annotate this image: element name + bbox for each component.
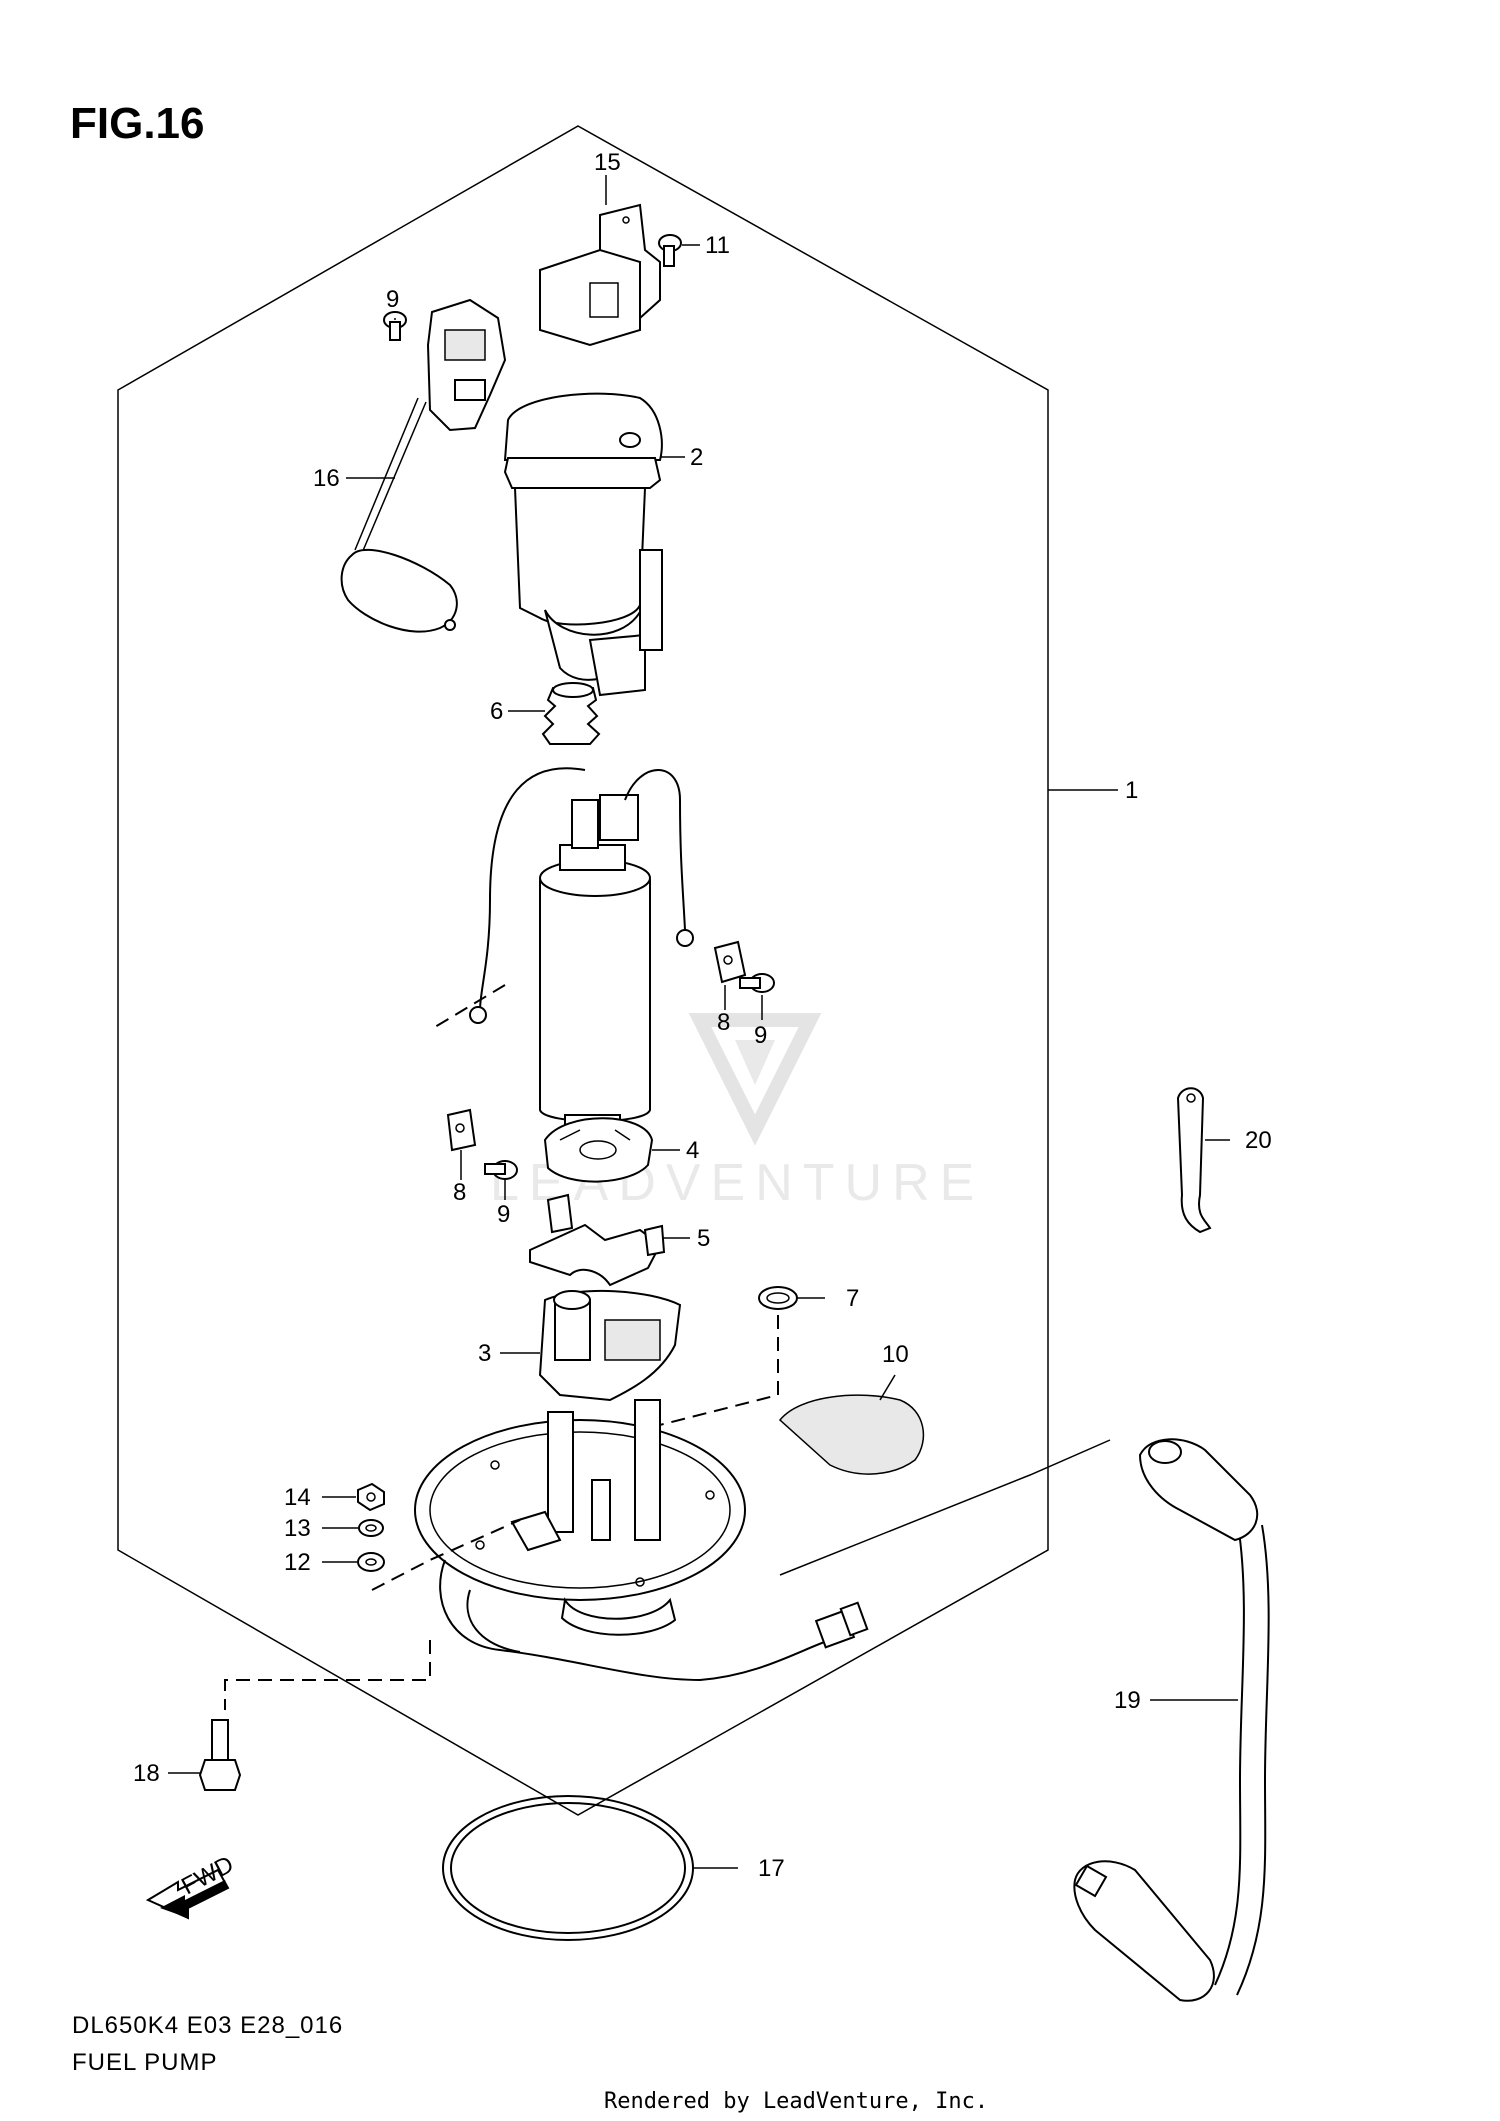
part-label-5: 5 — [697, 1225, 710, 1252]
part-5-plate — [529, 1193, 666, 1287]
part-label-9-left: 9 — [497, 1201, 510, 1228]
part-label-7: 7 — [846, 1285, 859, 1312]
figure-code: DL650K4 E03 E28_016 — [72, 2012, 343, 2039]
part-label-15: 15 — [594, 149, 621, 176]
assembly-boundary — [117, 125, 1049, 1816]
figure-title: FIG.16 — [70, 99, 205, 148]
part-label-9-top: 9 — [386, 286, 399, 313]
part-20-clamp — [1176, 1087, 1212, 1234]
figure-name: FUEL PUMP — [72, 2049, 217, 2076]
part-label-4: 4 — [686, 1137, 699, 1164]
part-label-9-right: 9 — [754, 1022, 767, 1049]
part-11-screw — [658, 234, 682, 267]
part-label-10: 10 — [882, 1341, 909, 1368]
part-label-19: 19 — [1114, 1687, 1141, 1714]
part-9-screw-left — [484, 1160, 518, 1180]
part-label-17: 17 — [758, 1855, 785, 1882]
part-12-lock-washer — [357, 1552, 385, 1572]
part-18-bolt — [198, 1719, 242, 1791]
part-2-pump-case — [503, 392, 663, 697]
pump-base-plate — [414, 1399, 746, 1636]
wiring-harness-2 — [466, 1589, 521, 1653]
wiring-harness — [439, 1559, 831, 1682]
part-label-13: 13 — [284, 1515, 311, 1542]
render-credit: Rendered by LeadVenture, Inc. — [604, 2089, 988, 2114]
part-label-20: 20 — [1245, 1127, 1272, 1154]
part-3-regulator — [538, 1289, 682, 1402]
part-label-2: 2 — [690, 444, 703, 471]
part-8-terminal-right — [713, 940, 747, 984]
part-label-8-left: 8 — [453, 1179, 466, 1206]
part-10-filter — [778, 1394, 925, 1475]
part-6-cushion — [541, 682, 601, 745]
part-label-1: 1 — [1125, 777, 1138, 804]
part-label-14: 14 — [284, 1484, 311, 1511]
part-4-holder — [543, 1117, 654, 1183]
bolt-leader-line — [224, 1640, 431, 1710]
part-19-fuel-hose — [1073, 1438, 1270, 2002]
o-ring-dash-line — [639, 1315, 779, 1431]
part-8-terminal-left — [446, 1108, 477, 1152]
part-label-12: 12 — [284, 1549, 311, 1576]
hose-leader-line — [779, 1439, 1111, 1576]
part-label-8-right: 8 — [717, 1009, 730, 1036]
part-13-washer — [358, 1519, 384, 1537]
part-7-o-ring — [758, 1286, 798, 1310]
part-label-3: 3 — [478, 1340, 491, 1367]
part-15-bracket — [539, 203, 661, 347]
leader-lines — [168, 175, 1238, 1869]
ground-dash-line — [429, 984, 506, 1031]
fuel-pump-motor — [469, 767, 694, 1141]
part-label-6: 6 — [490, 698, 503, 725]
part-9-screw-top — [383, 311, 407, 341]
part-label-16: 16 — [313, 465, 340, 492]
fwd-arrow-icon: FWD — [145, 1851, 238, 1920]
harness-connector — [814, 1601, 869, 1649]
part-label-18: 18 — [133, 1760, 160, 1787]
part-9-screw-right — [739, 973, 775, 993]
part-14-nut — [357, 1482, 385, 1512]
part-17-gasket — [442, 1795, 694, 1941]
part-16-fuel-level-gauge — [340, 298, 507, 633]
part-label-11: 11 — [705, 232, 730, 259]
